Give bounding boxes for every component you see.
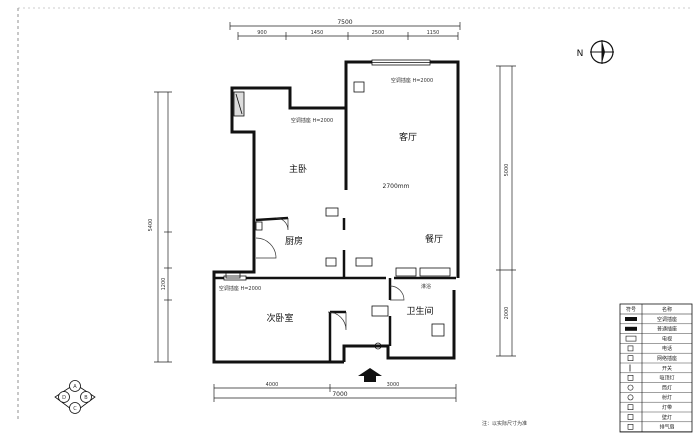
top-total-dimension: 7500 (337, 19, 352, 26)
master-bedroom-window (233, 91, 245, 117)
legend-item-label: 壁灯 (662, 414, 672, 421)
legend-symbol-icon (625, 326, 637, 331)
room-label-second-bedroom: 次卧室 (266, 312, 293, 324)
legend-item-label: 灯带 (662, 404, 672, 411)
right-dimension-chain (496, 65, 516, 357)
legend-header-symbol: 符号 (626, 306, 636, 313)
legend-symbol-icon (627, 394, 634, 401)
legend-header-name: 名称 (662, 306, 672, 313)
index-letter-b: B (84, 395, 88, 401)
legend-symbol-icon (627, 423, 634, 430)
top-segment-3: 2500 (372, 30, 385, 36)
index-letter-c: C (73, 406, 77, 412)
legend-symbol-icon (625, 335, 637, 342)
left-segment-dimension: 1200 (161, 278, 167, 291)
legend-item-label: 筒灯 (662, 384, 672, 391)
top-segment-4: 1150 (427, 30, 440, 36)
legend-symbol-icon (627, 345, 634, 352)
legend-item-label: 电视 (662, 335, 672, 342)
doors (255, 217, 405, 331)
bottom-total-dimension: 7000 (332, 391, 347, 398)
bottom-right-dimension: 3000 (387, 382, 400, 388)
legend-item-label: 排气扇 (659, 424, 674, 431)
bathroom-shower-note: 淋浴 (421, 283, 431, 290)
legend-symbol-icon (627, 355, 634, 362)
legend-symbol-icon (627, 374, 634, 381)
top-segment-2: 1450 (311, 30, 324, 36)
right-lower-dimension: 2000 (504, 307, 510, 320)
footnote: 注：以实际尺寸为准 (482, 420, 527, 427)
entrance-arrow-icon (358, 368, 382, 382)
room-label-bathroom: 卫生间 (406, 305, 433, 317)
room-label-kitchen: 厨房 (285, 235, 303, 247)
legend-item-label: 空调插座 (657, 316, 677, 323)
legend-item-label: 射灯 (662, 394, 672, 401)
legend-symbol-icon (627, 414, 634, 420)
legend-symbol-icon (627, 384, 634, 391)
index-letter-d: D (62, 395, 66, 401)
index-letter-a: A (73, 384, 77, 390)
ceiling-height-label: 2700mm (383, 183, 410, 190)
legend-symbol-icon (625, 317, 637, 321)
legend-item-label: 电话 (662, 345, 672, 352)
second-bedroom-ac-note: 空调插座 H=2000 (219, 285, 261, 292)
legend-item-label: 网络插座 (657, 355, 677, 362)
north-label: N (577, 49, 584, 59)
living-room-ac-note: 空调插座 H=2000 (391, 77, 433, 84)
room-label-dining-room: 餐厅 (425, 233, 443, 245)
master-bedroom-ac-note: 空调插座 H=2000 (291, 117, 333, 124)
section-index-icon (54, 380, 96, 414)
legend-item-label: 普通插座 (657, 326, 677, 333)
legend-item-label: 吸顶灯 (659, 375, 674, 382)
room-label-living-room: 客厅 (399, 131, 417, 143)
exterior-walls (212, 60, 460, 364)
legend-symbol-icon (627, 404, 634, 411)
left-total-dimension: 5400 (148, 219, 154, 232)
left-dimension-chain (154, 91, 172, 363)
right-upper-dimension: 5000 (504, 164, 510, 177)
fixtures (225, 81, 451, 350)
top-dimension-chain (229, 22, 461, 40)
north-compass-icon (590, 40, 614, 64)
living-room-window (371, 59, 431, 66)
legend-table (619, 303, 693, 433)
bottom-left-dimension: 4000 (266, 382, 279, 388)
legend-item-label: 开关 (662, 365, 672, 372)
bottom-dimension-chain (213, 384, 457, 402)
top-segment-1: 900 (257, 30, 267, 36)
room-label-master-bedroom: 主卧 (289, 163, 307, 175)
